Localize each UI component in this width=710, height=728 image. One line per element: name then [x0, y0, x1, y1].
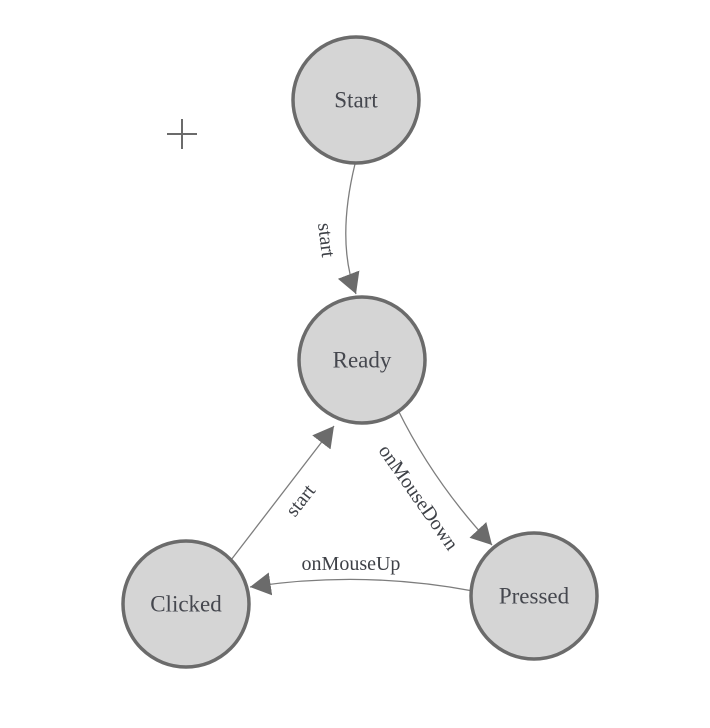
- origin-crosshair-icon: [167, 119, 197, 149]
- transition-edge-ready-to-pressed[interactable]: [397, 409, 493, 546]
- transition-edge-clicked-to-ready[interactable]: [230, 425, 335, 561]
- state-node-ready-circle[interactable]: [297, 295, 427, 425]
- state-node-start-label: Start: [334, 88, 378, 113]
- transition-edge-pressed-to-clicked[interactable]: [249, 572, 474, 596]
- state-node-clicked[interactable]: Clicked: [121, 539, 251, 669]
- edge-label-onmousedown: onMouseDown: [374, 441, 463, 555]
- state-node-clicked-circle[interactable]: [121, 539, 251, 669]
- edge-label-onmouseup: onMouseUp: [302, 553, 401, 575]
- state-node-ready-label: Ready: [333, 348, 392, 373]
- state-node-start[interactable]: Start: [291, 35, 421, 165]
- state-node-pressed-label: Pressed: [499, 584, 570, 609]
- state-node-pressed[interactable]: Pressed: [469, 531, 599, 661]
- edge-label-start-top: start: [313, 222, 339, 259]
- transition-edges: [230, 163, 493, 596]
- state-node-pressed-circle[interactable]: [469, 531, 599, 661]
- state-node-ready[interactable]: Ready: [297, 295, 427, 425]
- transition-edge-start-to-ready[interactable]: [337, 163, 360, 295]
- state-node-start-circle[interactable]: [291, 35, 421, 165]
- state-node-clicked-label: Clicked: [150, 592, 222, 617]
